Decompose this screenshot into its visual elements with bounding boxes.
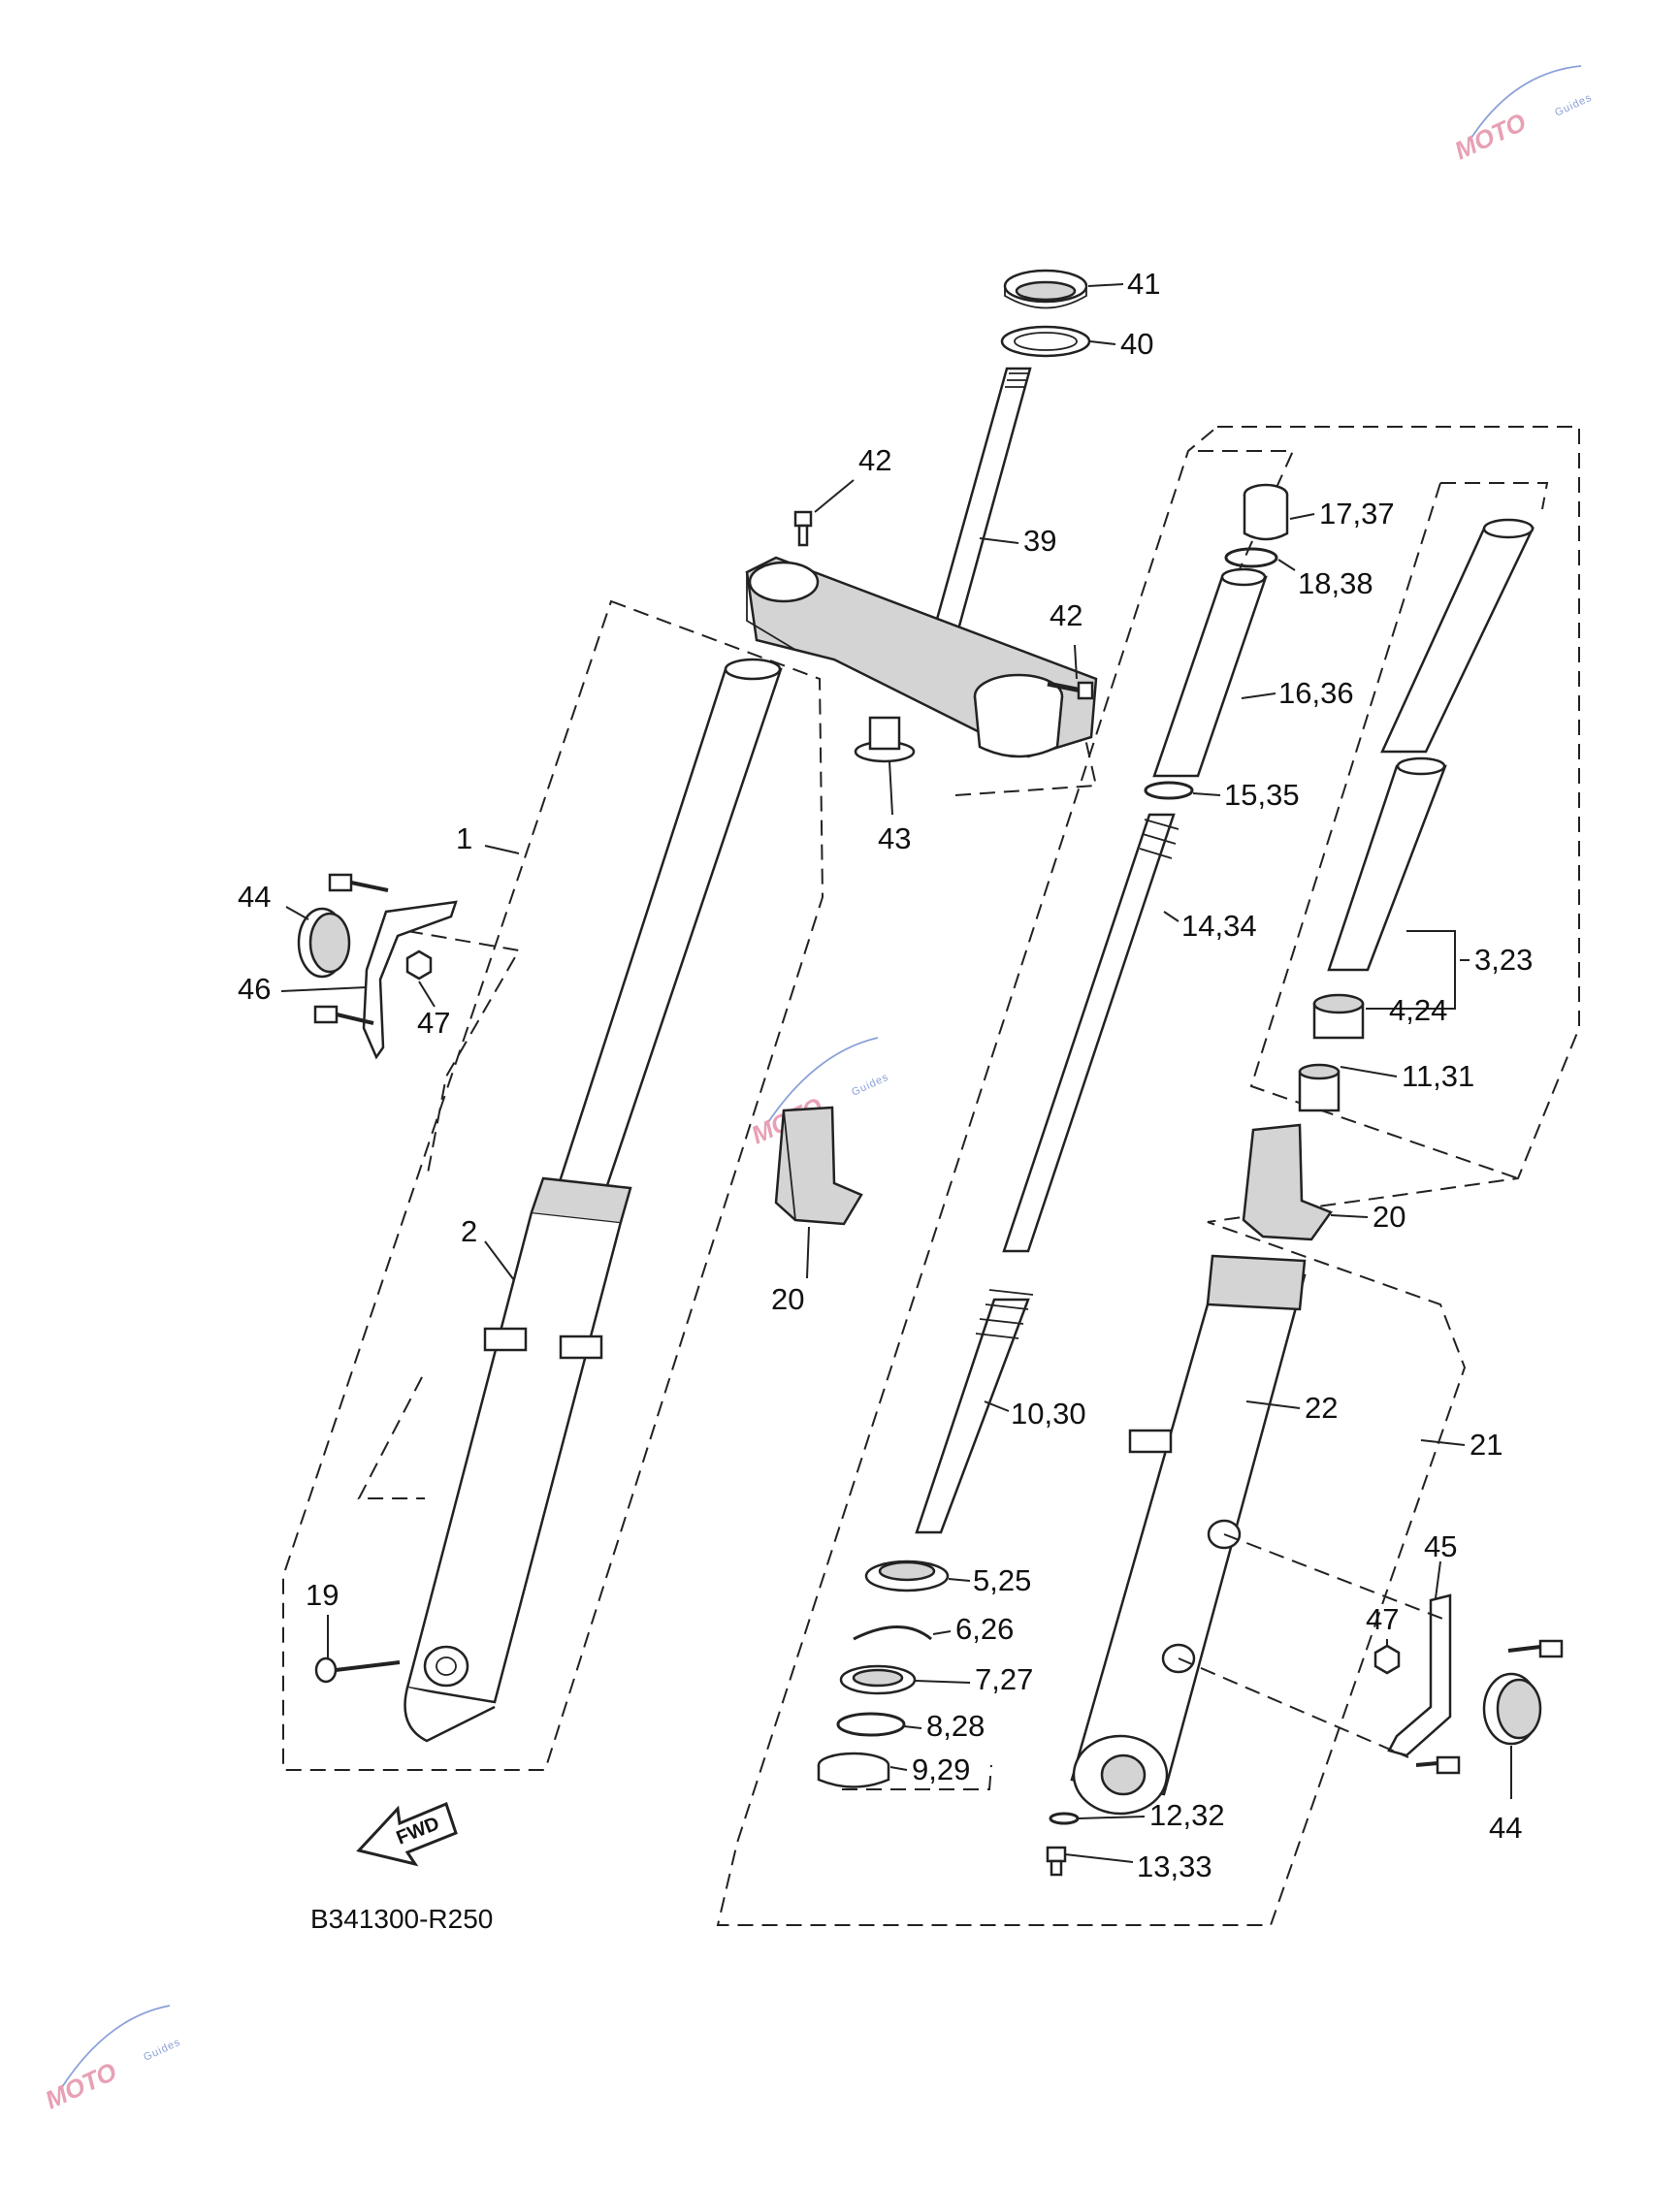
part-3-23-inner-tube[interactable] — [1327, 518, 1535, 972]
callout-9-29: 9,29 — [912, 1753, 970, 1786]
callout-10-30: 10,30 — [1011, 1397, 1086, 1431]
callout-2: 2 — [461, 1214, 477, 1248]
leader-lines — [280, 283, 1512, 1863]
part-41-bearing[interactable] — [1003, 269, 1088, 309]
watermark-subtext: Guides — [1553, 92, 1594, 119]
watermark-text: MOTO — [1450, 107, 1531, 165]
part-1-left-fork-assembly[interactable] — [538, 658, 783, 1216]
part-4-24-bushing[interactable] — [1312, 993, 1365, 1040]
callout-4-24: 4,24 — [1389, 993, 1447, 1027]
callout-21: 21 — [1470, 1428, 1502, 1462]
callout-5-25: 5,25 — [973, 1563, 1031, 1597]
part-39-steering-stem[interactable] — [745, 367, 1098, 758]
callout-3-23: 3,23 — [1474, 943, 1533, 977]
group-outline-right-fork — [716, 426, 1580, 1926]
bracket-bolts-right[interactable] — [1415, 1639, 1564, 1775]
watermark-top-right: MOTO Guides — [1450, 65, 1594, 165]
callout-41: 41 — [1127, 267, 1160, 301]
watermark-subtext: Guides — [850, 1072, 890, 1099]
callout-42-top: 42 — [858, 443, 891, 477]
part-46-bracket[interactable] — [362, 900, 458, 1060]
callout-15-35: 15,35 — [1224, 778, 1300, 812]
part-6-26-clip[interactable] — [853, 1625, 932, 1641]
part-45-bracket-right[interactable] — [1387, 1593, 1452, 1757]
part-11-31-bushing[interactable] — [1298, 1063, 1341, 1112]
part-44-reflector-left[interactable] — [297, 907, 351, 979]
callout-39: 39 — [1023, 524, 1056, 558]
callout-13-33: 13,33 — [1137, 1849, 1212, 1883]
part-47-nut-right[interactable] — [1373, 1644, 1401, 1675]
watermark-bottom-left: MOTO Guides — [41, 2005, 182, 2114]
group-outline-damper-side — [1249, 482, 1519, 1179]
part-43-nut[interactable] — [854, 716, 916, 763]
fwd-arrow: FWD — [356, 1801, 458, 1867]
part-20-fork-guard-center[interactable] — [774, 1106, 863, 1226]
callout-22: 22 — [1305, 1391, 1338, 1425]
callout-20-center: 20 — [771, 1282, 804, 1316]
callout-12-32: 12,32 — [1149, 1798, 1225, 1832]
part-13-33-drain-bolt[interactable] — [1046, 1846, 1067, 1877]
callout-labels: 41 40 42 39 42 43 1 44 46 47 2 19 20 17,… — [238, 267, 1533, 1883]
callout-16-36: 16,36 — [1278, 676, 1354, 710]
part-8-28-washer[interactable] — [836, 1712, 906, 1737]
group-outline-damper — [1440, 482, 1549, 510]
callout-17-37: 17,37 — [1319, 497, 1395, 531]
drawing-code: B341300-R250 — [310, 1904, 493, 1934]
part-42-bolt-right[interactable] — [1047, 681, 1094, 700]
part-22-outer-tube-right[interactable] — [1070, 1254, 1307, 1816]
part-12-32-washer[interactable] — [1049, 1812, 1080, 1825]
callout-45: 45 — [1424, 1529, 1457, 1563]
group-outline-seals — [842, 1764, 992, 1790]
callout-7-27: 7,27 — [975, 1662, 1033, 1696]
part-16-36-spacer[interactable] — [1152, 567, 1268, 778]
callout-18-38: 18,38 — [1298, 566, 1373, 600]
callout-40: 40 — [1120, 327, 1153, 361]
callout-6-26: 6,26 — [955, 1612, 1014, 1646]
group-outline-left-lower — [357, 1376, 425, 1499]
part-5-25-dust-seal[interactable] — [864, 1560, 950, 1592]
part-10-30-damper-rod[interactable] — [915, 1289, 1034, 1534]
group-outline-left-fork — [282, 599, 824, 1771]
callout-47-right: 47 — [1366, 1602, 1399, 1636]
part-18-38-o-ring[interactable] — [1224, 547, 1278, 568]
part-19-bolt[interactable] — [314, 1656, 401, 1684]
part-47-nut-left[interactable] — [405, 949, 433, 981]
part-17-37-cap-bolt[interactable] — [1243, 483, 1289, 541]
group-outline-bracket-left — [406, 930, 521, 1179]
callout-44-right: 44 — [1489, 1811, 1522, 1845]
part-15-35-washer[interactable] — [1144, 781, 1194, 800]
watermark-subtext: Guides — [142, 2037, 182, 2064]
part-42-bolt-top[interactable] — [793, 510, 813, 547]
callout-11-31: 11,31 — [1402, 1059, 1474, 1093]
callout-8-28: 8,28 — [926, 1709, 985, 1743]
callout-43: 43 — [878, 821, 911, 855]
callout-42-right: 42 — [1050, 598, 1082, 632]
part-2-outer-tube[interactable] — [404, 1176, 632, 1743]
part-7-27-oil-seal[interactable] — [839, 1664, 917, 1695]
callout-19: 19 — [306, 1578, 339, 1612]
callout-1: 1 — [456, 821, 472, 855]
part-20-fork-guard-right[interactable] — [1242, 1123, 1333, 1241]
part-9-29-bushing[interactable] — [817, 1752, 890, 1788]
callout-14-34: 14,34 — [1181, 909, 1257, 943]
callout-47-left: 47 — [417, 1006, 450, 1040]
callout-44-left: 44 — [238, 880, 271, 914]
part-14-34-spring[interactable] — [1002, 813, 1179, 1253]
part-44-reflector-right[interactable] — [1482, 1672, 1542, 1746]
part-40-race[interactable] — [1000, 325, 1091, 358]
bracket-bolts-left[interactable] — [313, 873, 389, 1025]
watermark-text: MOTO — [41, 2056, 121, 2114]
callout-46: 46 — [238, 972, 271, 1006]
callout-20-right: 20 — [1373, 1200, 1405, 1234]
